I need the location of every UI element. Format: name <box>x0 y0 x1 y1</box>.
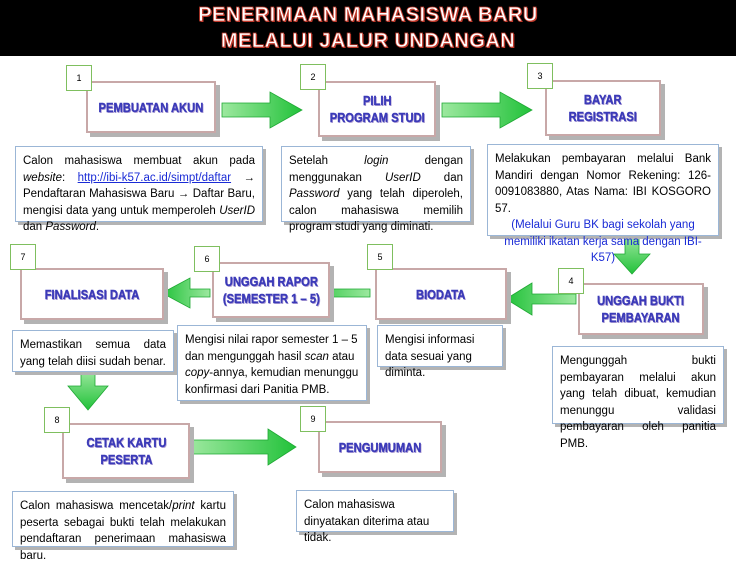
step-6-desc-text: atau <box>328 350 355 363</box>
step-2-desc-text: yang telah diperoleh, calon mahasiswa me… <box>289 188 463 233</box>
step-1-desc-text: dan <box>23 221 46 233</box>
step-4-number: 4 <box>558 268 584 294</box>
step-6-desc-italic: copy <box>185 367 210 379</box>
arrow-7-to-8 <box>67 369 109 411</box>
step-3-desc-text: Melakukan pembayaran melalui Bank Mandir… <box>495 153 711 215</box>
register-link[interactable]: http://ibi-k57.ac.id/simpt/daftar <box>77 171 232 184</box>
step-3-label: BAYAR REGISTRASI <box>568 92 638 124</box>
step-7-desc-text: Memastikan semua data yang telah diisi s… <box>20 339 166 368</box>
step-3-desc-note: (Melalui Guru BK bagi sekolah yang memil… <box>504 219 702 264</box>
step-7-label: FINALISASI DATA <box>44 286 140 302</box>
arrow-4-to-5 <box>505 282 577 316</box>
step-2-label: PILIH PROGRAM STUDI <box>329 93 425 125</box>
arrow-3-to-4 <box>613 235 651 275</box>
step-1-label: PEMBUATAN AKUN <box>98 99 204 115</box>
step-7-number: 7 <box>10 244 36 270</box>
step-2-desc-text: dan <box>420 171 463 184</box>
arrow-2-to-3 <box>441 91 533 129</box>
step-7-box: FINALISASI DATA <box>20 268 164 320</box>
step-6-number: 6 <box>194 246 220 272</box>
step-8-description: Calon mahasiswa mencetak/print kartu pes… <box>12 491 234 562</box>
step-2-desc-italic: login <box>364 155 389 167</box>
step-9-number: 9 <box>300 406 326 432</box>
step-3-number: 3 <box>527 63 553 89</box>
step-2-desc-italic: UserID <box>384 171 421 184</box>
step-8-desc-italic: print <box>172 500 195 512</box>
step-1-description: Calon mahasiswa membuat akun pada websit… <box>15 146 263 233</box>
step-7-description: Memastikan semua data yang telah diisi s… <box>12 330 174 372</box>
step-2-box: PILIH PROGRAM STUDI <box>318 81 436 137</box>
arrow-6-to-7 <box>161 277 211 309</box>
step-1-desc-text: . <box>95 221 100 233</box>
step-1-number: 1 <box>66 65 92 91</box>
step-2-number: 2 <box>300 64 326 90</box>
step-9-box: PENGUMUMAN <box>318 421 442 473</box>
step-5-desc-text: Mengisi informasi data sesuai yang dimin… <box>385 334 475 379</box>
step-9-desc-text: Calon mahasiswa dinyatakan diterima atau… <box>304 499 430 544</box>
step-1-desc-text: Calon mahasiswa membuat akun pada <box>23 155 255 167</box>
step-2-description: Setelah login dengan menggunakan UserID … <box>281 146 471 233</box>
step-3-description: Melakukan pembayaran melalui Bank Mandir… <box>487 144 719 264</box>
arrow-8-to-9 <box>189 428 297 466</box>
step-6-desc-italic: scan <box>304 350 329 363</box>
step-5-label: BIODATA <box>416 286 466 302</box>
step-1-desc-italic: website <box>23 171 62 184</box>
step-1-desc-text: : <box>62 171 78 184</box>
step-3-box: BAYAR REGISTRASI <box>545 80 661 136</box>
step-6-box: UNGGAH RAPOR (SEMESTER 1 – 5) <box>212 262 330 318</box>
step-4-desc-text: Mengunggah bukti pembayaran melalui akun… <box>560 355 716 450</box>
step-4-label: UNGGAH BUKTI PEMBAYARAN <box>597 293 685 325</box>
step-8-box: CETAK KARTU PESERTA <box>62 423 190 479</box>
step-4-description: Mengunggah bukti pembayaran melalui akun… <box>552 346 724 450</box>
arrow-1-to-2 <box>221 91 303 129</box>
step-1-box: PEMBUATAN AKUN <box>86 81 216 133</box>
step-5-box: BIODATA <box>375 268 507 320</box>
step-6-description: Mengisi nilai rapor semester 1 – 5 dan m… <box>177 325 367 401</box>
step-1-desc-italic: UserID <box>219 204 255 217</box>
step-8-desc-text: Calon mahasiswa mencetak/ <box>20 500 173 512</box>
header-banner: PENERIMAAN MAHASISWA BARU MELALUI JALUR … <box>0 0 736 56</box>
step-2-desc-italic: Password <box>289 188 340 200</box>
step-5-description: Mengisi informasi data sesuai yang dimin… <box>377 325 503 379</box>
step-5-number: 5 <box>367 244 393 270</box>
step-2-desc-text: Setelah <box>289 155 365 167</box>
step-6-desc-text: Mengisi nilai rapor semester 1 – 5 dan m… <box>185 334 358 363</box>
page-title-line-1: PENERIMAAN MAHASISWA BARU <box>198 4 538 27</box>
step-2-desc-text: dengan menggunakan <box>289 155 463 184</box>
step-9-label: PENGUMUMAN <box>338 439 422 455</box>
step-9-description: Calon mahasiswa dinyatakan diterima atau… <box>296 490 454 544</box>
step-8-number: 8 <box>44 407 70 433</box>
step-4-box: UNGGAH BUKTI PEMBAYARAN <box>578 283 704 335</box>
step-1-desc-italic: Password <box>45 221 96 233</box>
step-8-label: CETAK KARTU PESERTA <box>86 435 166 467</box>
flow-arrows <box>67 91 651 466</box>
page-title-line-2: MELALUI JALUR UNDANGAN <box>220 30 516 53</box>
step-6-label: UNGGAH RAPOR (SEMESTER 1 – 5) <box>222 274 320 306</box>
step-6-desc-text: -annya, kemudian menunggu konfirmasi dar… <box>185 367 359 396</box>
step-1-desc-text: → Pendaftaran Mahasiswa Baru → Daftar Ba… <box>23 171 255 217</box>
